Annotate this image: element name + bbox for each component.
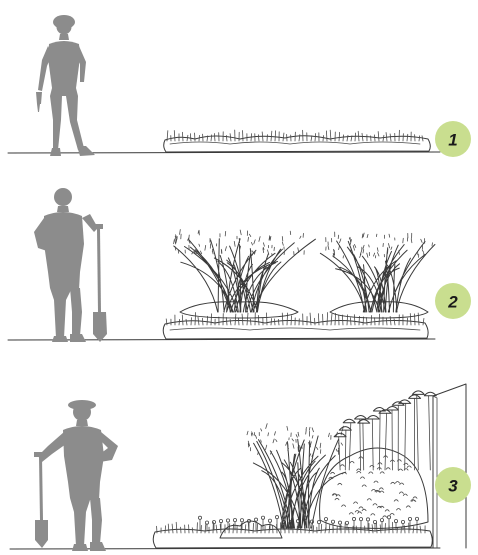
rounded-shrub-3 [320, 448, 428, 528]
gardener-silhouette-2 [34, 188, 107, 342]
stage-badge-2: 2 [435, 283, 471, 319]
stage-number-2: 2 [447, 293, 458, 312]
turf-strip-1 [164, 130, 431, 152]
garden-wall-3 [433, 384, 466, 548]
stage-2: 2 [8, 188, 471, 342]
grass-clump-2a [174, 230, 316, 318]
stage-number-1: 1 [448, 131, 457, 150]
tall-perennials-3 [334, 391, 436, 470]
gardener-silhouette-3 [34, 400, 118, 551]
stage-1: 1 [8, 15, 471, 157]
grass-clump-3a [247, 424, 346, 528]
grass-clump-2b [320, 232, 435, 318]
stage-badge-1: 1 [435, 121, 471, 157]
stage-number-3: 3 [448, 477, 458, 496]
stage-3: 3 [10, 384, 471, 551]
gardener-silhouette-1 [36, 15, 95, 156]
stage-badge-3: 3 [435, 467, 471, 503]
